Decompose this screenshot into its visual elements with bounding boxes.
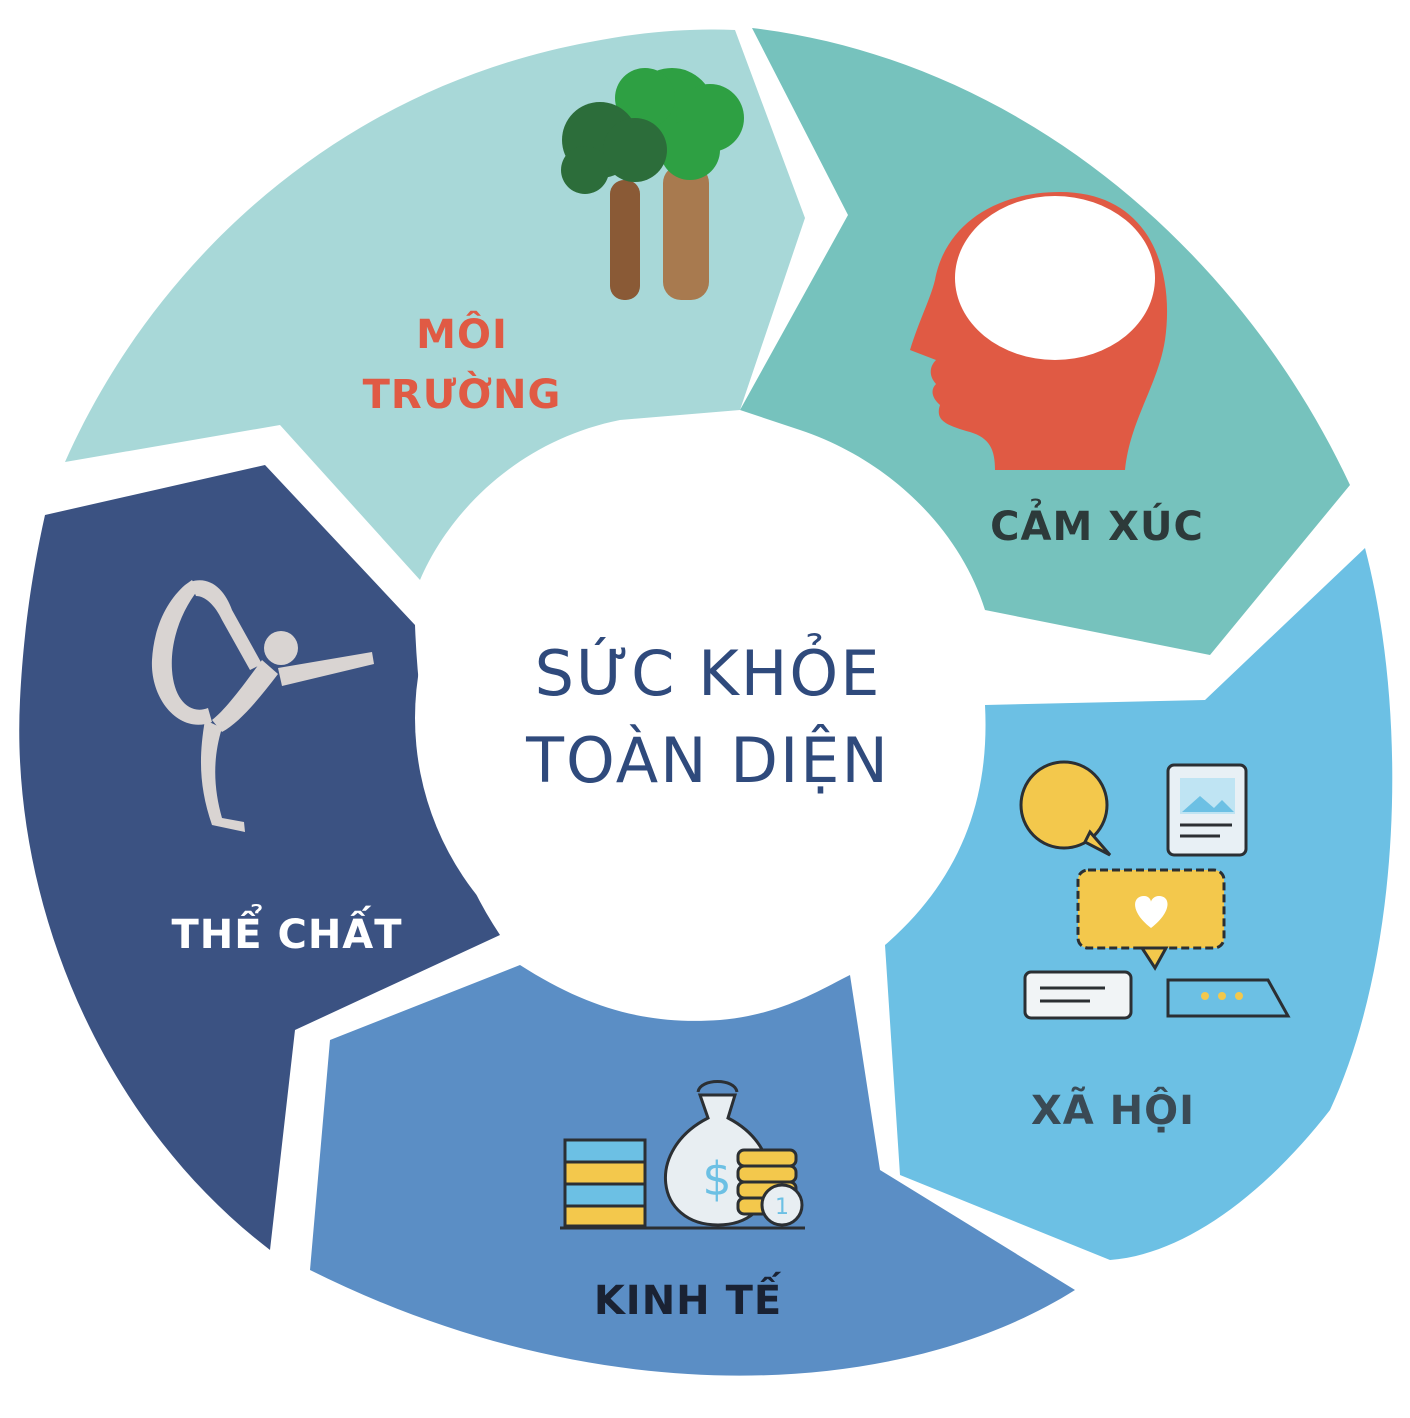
center-title-line1: SỨC KHỎE xyxy=(535,633,882,710)
label-moi-truong-line2: TRƯỜNG xyxy=(363,370,562,418)
svg-text:1: 1 xyxy=(775,1195,789,1220)
label-kinh-te: KINH TẾ xyxy=(594,1270,782,1324)
label-xa-hoi: XÃ HỘI xyxy=(1031,1085,1195,1134)
chat-bubbles-icon xyxy=(1019,760,1291,1020)
yoga-pose-icon xyxy=(151,580,374,832)
center-circle xyxy=(415,433,985,1003)
trees-icon xyxy=(561,68,744,300)
money-bag-icon: $ 1 xyxy=(560,1080,805,1230)
label-moi-truong-line1: MÔI xyxy=(416,310,508,358)
head-icon xyxy=(910,192,1168,470)
center-title-line2: TOÀN DIỆN xyxy=(525,723,890,797)
svg-text:$: $ xyxy=(702,1152,731,1206)
label-cam-xuc: CẢM XÚC xyxy=(990,497,1204,550)
segment-the-chat xyxy=(19,465,500,1250)
label-the-chat: THỂ CHẤT xyxy=(171,903,402,958)
